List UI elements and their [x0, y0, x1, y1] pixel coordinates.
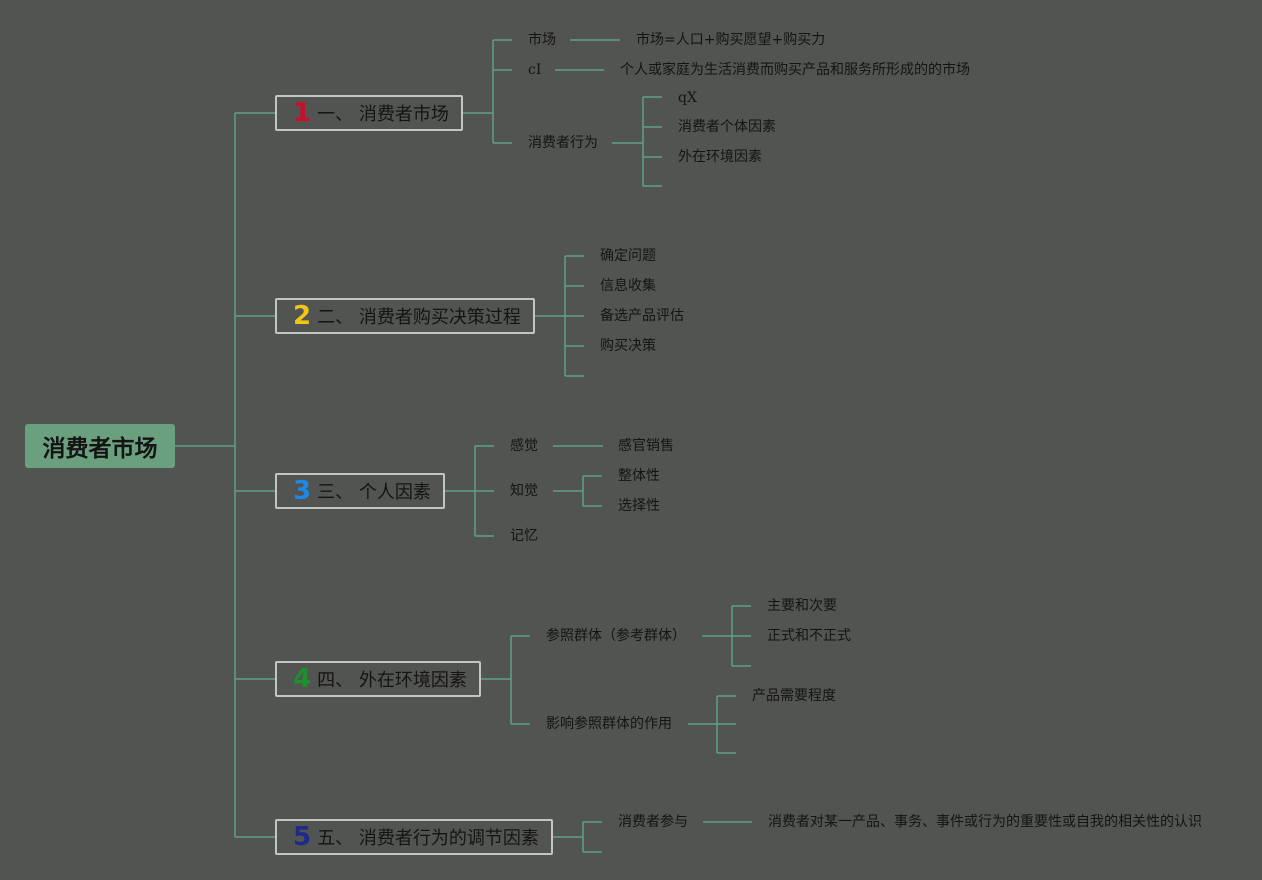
node-involvement-definition[interactable]: 消费者对某一产品、事务、事件或行为的重要性或自我的相关性的认识	[768, 814, 1202, 830]
node-individual-factors[interactable]: 消费者个体因素	[678, 119, 776, 135]
node-cl[interactable]: cI	[528, 62, 542, 78]
node-decision[interactable]: 购买决策	[600, 338, 656, 354]
topic-label: 四、 外在环境因素	[317, 670, 467, 691]
node-market[interactable]: 市场	[528, 32, 556, 48]
node-sensation[interactable]: 感觉	[510, 438, 538, 454]
number-badge-3: 3	[293, 476, 312, 506]
number-badge-1: 1	[293, 98, 312, 128]
topic-personal-factors[interactable]: 3 三、 个人因素	[275, 473, 445, 509]
topic-consumer-market[interactable]: 1 一、 消费者市场	[275, 95, 463, 131]
topic-label: 五、 消费者行为的调节因素	[317, 828, 539, 849]
node-memory[interactable]: 记忆	[510, 528, 538, 544]
node-product-need[interactable]: 产品需要程度	[752, 688, 836, 704]
node-information[interactable]: 信息收集	[600, 278, 656, 294]
topic-environment-factors[interactable]: 4 四、 外在环境因素	[275, 661, 481, 697]
node-evaluation[interactable]: 备选产品评估	[600, 308, 684, 324]
topic-label: 一、 消费者市场	[317, 104, 449, 125]
number-badge-4: 4	[293, 664, 312, 694]
node-formal-informal[interactable]: 正式和不正式	[767, 628, 851, 644]
topic-moderating-factors[interactable]: 5 五、 消费者行为的调节因素	[275, 819, 553, 855]
node-market-definition[interactable]: 市场=人口+购买愿望+购买力	[636, 32, 826, 48]
node-selectivity[interactable]: 选择性	[618, 498, 660, 514]
node-primary-secondary[interactable]: 主要和次要	[767, 598, 837, 614]
node-reference-influence[interactable]: 影响参照群体的作用	[546, 716, 672, 732]
node-external-factors[interactable]: 外在环境因素	[678, 149, 762, 165]
node-reference-group[interactable]: 参照群体（参考群体）	[546, 628, 686, 644]
node-behavior-qx[interactable]: qX	[678, 90, 697, 106]
number-badge-2: 2	[293, 301, 312, 331]
node-cl-definition[interactable]: 个人或家庭为生活消费而购买产品和服务所形成的的市场	[620, 62, 970, 78]
root-topic[interactable]: 消费者市场	[25, 424, 175, 468]
node-sensory-marketing[interactable]: 感官销售	[618, 438, 674, 454]
topic-label: 二、 消费者购买决策过程	[317, 307, 521, 328]
node-problem[interactable]: 确定问题	[600, 248, 656, 264]
number-badge-5: 5	[293, 822, 312, 852]
node-wholeness[interactable]: 整体性	[618, 468, 660, 484]
topic-purchase-decision[interactable]: 2 二、 消费者购买决策过程	[275, 298, 535, 334]
node-involvement[interactable]: 消费者参与	[618, 814, 688, 830]
node-perception[interactable]: 知觉	[510, 483, 538, 499]
node-consumer-behavior[interactable]: 消费者行为	[528, 135, 598, 151]
topic-label: 三、 个人因素	[317, 482, 431, 503]
root-label: 消费者市场	[42, 436, 158, 462]
